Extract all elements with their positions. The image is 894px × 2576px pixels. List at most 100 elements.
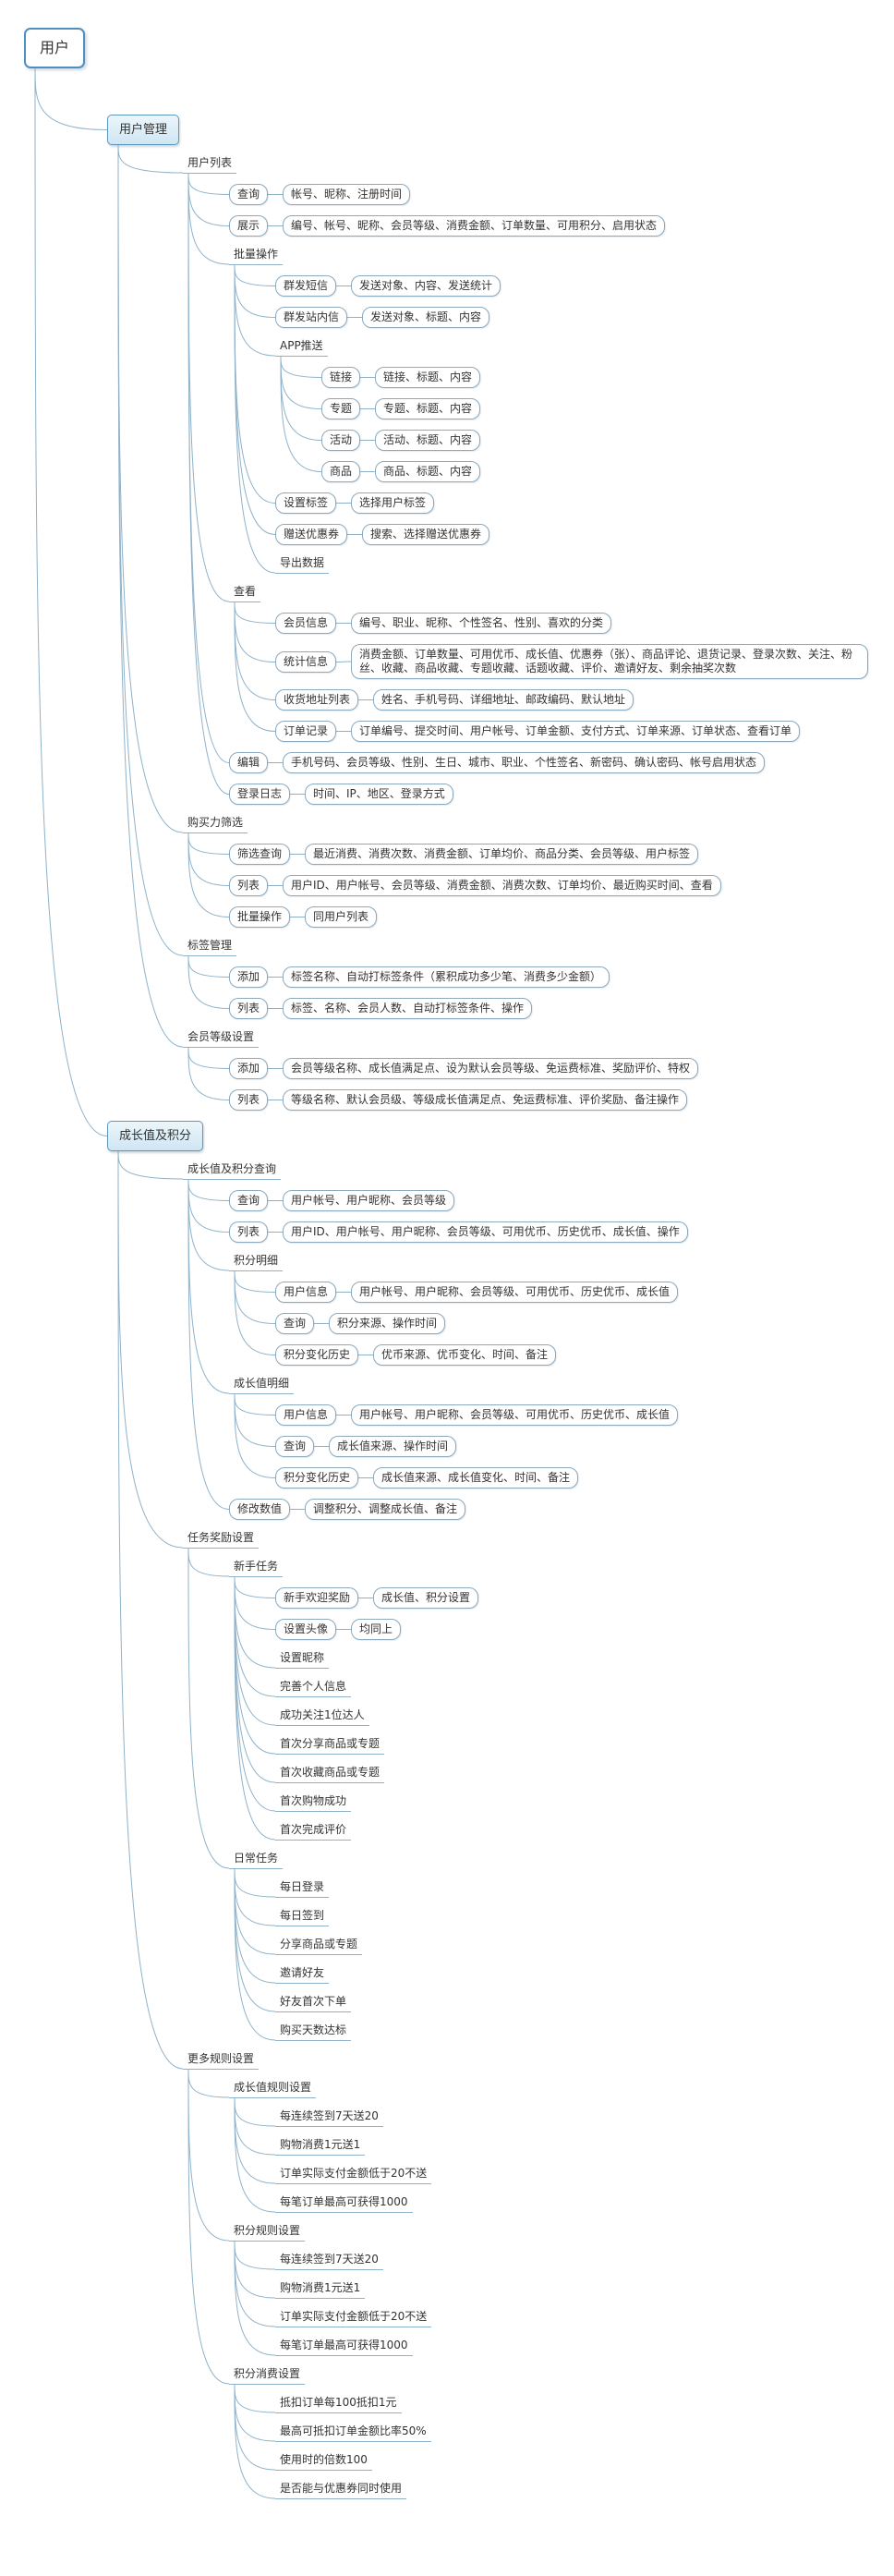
mindmap-topic-node[interactable]: 添加 [229, 966, 269, 988]
mindmap-topic-node[interactable]: 批量操作 [229, 247, 284, 265]
mindmap-topic-node[interactable]: 每连续签到7天送20 [275, 2252, 383, 2270]
mindmap-detail-node[interactable]: 优币来源、优币变化、时间、备注 [373, 1344, 557, 1366]
mindmap-topic-node[interactable]: 群发短信 [275, 275, 337, 297]
mindmap-topic-node[interactable]: 活动 [321, 430, 361, 451]
mindmap-detail-node[interactable]: 会员等级名称、成长值满足点、设为默认会员等级、免运费标准、奖励评价、特权 [283, 1058, 699, 1079]
mindmap-root-node[interactable]: 用户 [24, 28, 86, 68]
mindmap-detail-node[interactable]: 姓名、手机号码、详细地址、邮政编码、默认地址 [373, 689, 634, 711]
mindmap-topic-node[interactable]: 首次完成评价 [275, 1822, 352, 1841]
mindmap-topic-node[interactable]: 列表 [229, 998, 269, 1019]
mindmap-topic-node[interactable]: 列表 [229, 875, 269, 896]
mindmap-topic-node[interactable]: 首次购物成功 [275, 1793, 352, 1812]
mindmap-topic-node[interactable]: 统计信息 [275, 651, 337, 673]
mindmap-detail-node[interactable]: 手机号码、会员等级、性别、生日、城市、职业、个性签名、新密码、确认密码、帐号启用… [283, 752, 766, 773]
mindmap-detail-node[interactable]: 成长值来源、成长值变化、时间、备注 [373, 1467, 579, 1488]
mindmap-topic-node[interactable]: 收货地址列表 [275, 689, 359, 711]
mindmap-detail-node[interactable]: 用户帐号、用户昵称、会员等级、可用优币、历史优币、成长值 [351, 1404, 679, 1426]
mindmap-topic-node[interactable]: 积分消费设置 [229, 2366, 306, 2385]
mindmap-topic-node[interactable]: 登录日志 [229, 784, 291, 805]
mindmap-topic-node[interactable]: 添加 [229, 1058, 269, 1079]
mindmap-detail-node[interactable]: 发送对象、内容、发送统计 [351, 275, 501, 297]
mindmap-detail-node[interactable]: 搜索、选择赠送优惠券 [362, 524, 490, 545]
mindmap-detail-node[interactable]: 专题、标题、内容 [375, 398, 481, 419]
mindmap-topic-node[interactable]: 会员信息 [275, 613, 337, 634]
mindmap-topic-node[interactable]: 修改数值 [229, 1499, 291, 1520]
mindmap-topic-node[interactable]: 编辑 [229, 752, 269, 773]
mindmap-topic-node[interactable]: 订单记录 [275, 721, 337, 742]
mindmap-detail-node[interactable]: 用户ID、用户帐号、会员等级、消费金额、消费次数、订单均价、最近购买时间、查看 [283, 875, 721, 896]
mindmap-topic-node[interactable]: 查询 [275, 1313, 315, 1334]
mindmap-detail-node[interactable]: 调整积分、调整成长值、备注 [305, 1499, 466, 1520]
mindmap-detail-node[interactable]: 积分来源、操作时间 [329, 1313, 446, 1334]
mindmap-topic-node[interactable]: 订单实际支付金额低于20不送 [275, 2166, 432, 2184]
mindmap-detail-node[interactable]: 均同上 [351, 1619, 402, 1640]
mindmap-topic-node[interactable]: 积分变化历史 [275, 1344, 359, 1366]
mindmap-topic-node[interactable]: 链接 [321, 367, 361, 388]
mindmap-topic-node[interactable]: 积分变化历史 [275, 1467, 359, 1488]
mindmap-detail-node[interactable]: 标签、名称、会员人数、自动打标签条件、操作 [283, 998, 533, 1019]
mindmap-topic-node[interactable]: 批量操作 [229, 906, 291, 928]
mindmap-detail-node[interactable]: 最近消费、消费次数、消费金额、订单均价、商品分类、会员等级、用户标签 [305, 844, 699, 865]
mindmap-topic-node[interactable]: 购买力筛选 [183, 815, 248, 833]
mindmap-topic-node[interactable]: 查询 [275, 1436, 315, 1457]
mindmap-detail-node[interactable]: 用户帐号、用户昵称、会员等级 [283, 1190, 455, 1211]
mindmap-detail-node[interactable]: 编号、帐号、昵称、会员等级、消费金额、订单数量、可用积分、启用状态 [283, 215, 666, 237]
mindmap-topic-node[interactable]: 成长值及积分查询 [183, 1161, 282, 1180]
mindmap-topic-node[interactable]: 订单实际支付金额低于20不送 [275, 2309, 432, 2327]
mindmap-topic-node[interactable]: 更多规则设置 [183, 2051, 260, 2070]
mindmap-detail-node[interactable]: 编号、职业、昵称、个性签名、性别、喜欢的分类 [351, 613, 612, 634]
mindmap-topic-node[interactable]: 列表 [229, 1221, 269, 1243]
mindmap-topic-node[interactable]: 用户信息 [275, 1282, 337, 1303]
mindmap-detail-node[interactable]: 发送对象、标题、内容 [362, 307, 490, 328]
mindmap-detail-node[interactable]: 消费金额、订单数量、可用优币、成长值、优惠券（张）、商品评论、退货记录、登录次数… [351, 644, 868, 679]
mindmap-topic-node[interactable]: 好友首次下单 [275, 1994, 352, 2012]
mindmap-topic-node[interactable]: 最高可抵扣订单金额比率50% [275, 2424, 431, 2442]
mindmap-branch-node[interactable]: 成长值及积分 [107, 1121, 204, 1151]
mindmap-detail-node[interactable]: 等级名称、默认会员级、等级成长值满足点、免运费标准、评价奖励、备注操作 [283, 1089, 688, 1111]
mindmap-branch-node[interactable]: 用户管理 [107, 115, 180, 145]
mindmap-topic-node[interactable]: 每日签到 [275, 1908, 330, 1926]
mindmap-topic-node[interactable]: 每笔订单最高可获得1000 [275, 2194, 413, 2213]
mindmap-detail-node[interactable]: 用户帐号、用户昵称、会员等级、可用优币、历史优币、成长值 [351, 1282, 679, 1303]
mindmap-topic-node[interactable]: 新手欢迎奖励 [275, 1587, 359, 1609]
mindmap-detail-node[interactable]: 订单编号、提交时间、用户帐号、订单金额、支付方式、订单来源、订单状态、查看订单 [351, 721, 801, 742]
mindmap-detail-node[interactable]: 帐号、昵称、注册时间 [283, 184, 411, 205]
mindmap-topic-node[interactable]: 购买天数达标 [275, 2023, 352, 2041]
mindmap-topic-node[interactable]: 邀请好友 [275, 1965, 330, 1984]
mindmap-detail-node[interactable]: 时间、IP、地区、登录方式 [305, 784, 453, 805]
mindmap-topic-node[interactable]: 设置昵称 [275, 1650, 330, 1669]
mindmap-detail-node[interactable]: 选择用户标签 [351, 492, 435, 514]
mindmap-topic-node[interactable]: 成功关注1位达人 [275, 1707, 369, 1726]
mindmap-topic-node[interactable]: 购物消费1元送1 [275, 2280, 366, 2299]
mindmap-topic-node[interactable]: 完善个人信息 [275, 1679, 352, 1697]
mindmap-topic-node[interactable]: 每日登录 [275, 1879, 330, 1898]
mindmap-topic-node[interactable]: 赠送优惠券 [275, 524, 348, 545]
mindmap-detail-node[interactable]: 成长值来源、操作时间 [329, 1436, 457, 1457]
mindmap-detail-node[interactable]: 同用户列表 [305, 906, 378, 928]
mindmap-detail-node[interactable]: 链接、标题、内容 [375, 367, 481, 388]
mindmap-topic-node[interactable]: 任务奖励设置 [183, 1530, 260, 1549]
mindmap-topic-node[interactable]: 查询 [229, 184, 269, 205]
mindmap-topic-node[interactable]: 抵扣订单每100抵扣1元 [275, 2395, 402, 2413]
mindmap-detail-node[interactable]: 活动、标题、内容 [375, 430, 481, 451]
mindmap-topic-node[interactable]: 筛选查询 [229, 844, 291, 865]
mindmap-topic-node[interactable]: 专题 [321, 398, 361, 419]
mindmap-detail-node[interactable]: 商品、标题、内容 [375, 461, 481, 482]
mindmap-detail-node[interactable]: 成长值、积分设置 [373, 1587, 479, 1609]
mindmap-topic-node[interactable]: 每连续签到7天送20 [275, 2108, 383, 2127]
mindmap-topic-node[interactable]: 用户信息 [275, 1404, 337, 1426]
mindmap-topic-node[interactable]: 每笔订单最高可获得1000 [275, 2338, 413, 2356]
mindmap-topic-node[interactable]: 用户列表 [183, 155, 237, 174]
mindmap-topic-node[interactable]: 成长值规则设置 [229, 2080, 317, 2098]
mindmap-topic-node[interactable]: 使用时的倍数100 [275, 2452, 372, 2471]
mindmap-topic-node[interactable]: 成长值明细 [229, 1376, 295, 1394]
mindmap-topic-node[interactable]: 查看 [229, 584, 261, 602]
mindmap-topic-node[interactable]: 积分规则设置 [229, 2223, 306, 2242]
mindmap-topic-node[interactable]: APP推送 [275, 338, 328, 357]
mindmap-topic-node[interactable]: 日常任务 [229, 1851, 284, 1869]
mindmap-topic-node[interactable]: 群发站内信 [275, 307, 348, 328]
mindmap-topic-node[interactable]: 展示 [229, 215, 269, 237]
mindmap-topic-node[interactable]: 设置头像 [275, 1619, 337, 1640]
mindmap-topic-node[interactable]: 标签管理 [183, 938, 237, 956]
mindmap-topic-node[interactable]: 商品 [321, 461, 361, 482]
